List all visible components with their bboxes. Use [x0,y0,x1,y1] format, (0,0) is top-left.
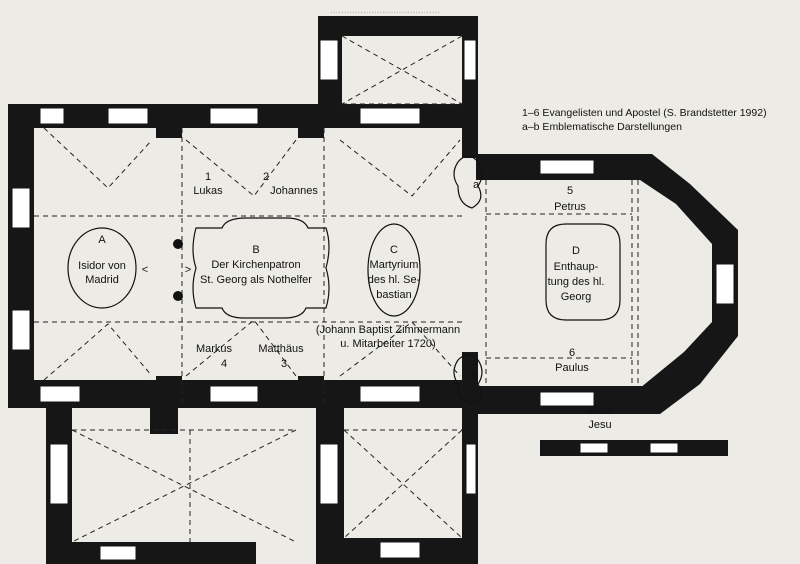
field-b-line2: St. Georg als Nothelfer [200,274,312,286]
figure-2-number: 2 [263,171,269,183]
figure-3-name: Matthäus [258,343,304,355]
markers [173,239,183,301]
field-c-line1: Martyrium [370,259,419,271]
arrow-left-symbol: < [142,264,148,276]
field-b-letter: B [252,244,259,256]
emblem-a-frame [453,155,483,209]
emblem-b-frame [453,354,483,405]
arrow-right-symbol: > [185,264,191,276]
field-d-line1: Enthaup- [554,261,599,273]
windows [11,39,735,561]
north-chapel-top-wall [318,16,478,36]
figure-5-name: Petrus [554,201,586,213]
artist-line2: u. Mitarbeiter 1720) [340,338,435,350]
field-a-line2: Madrid [85,274,119,286]
emblem-b-label: b [471,370,477,382]
field-a-line1: Isidor von [78,260,126,272]
west-wall [8,104,34,404]
legend: 1–6 Evangelisten und Apostel (S. Brandst… [522,106,767,134]
field-c-oval [367,223,421,317]
figure-1-name: Lukas [193,185,223,197]
field-d-letter: D [572,245,580,257]
herz-jesu-line2: Jesu [588,419,611,431]
figure-6-number: 6 [569,347,575,359]
ceiling-fields [67,155,621,405]
field-d-line2: tung des hl. [548,276,605,288]
south-chapel-left-bottom-wall [46,542,256,564]
figure-4-name: Markus [196,343,233,355]
field-c-letter: C [390,244,398,256]
field-c-line3: bastian [376,289,411,301]
field-a-oval [67,227,137,309]
legend-line-2: a–b Emblematische Darstellungen [522,121,682,133]
artist-line1: (Johann Baptist Zimmermann [316,324,460,336]
field-c-line2: des hl. Se- [368,274,421,286]
figure-6-name: Paulus [555,362,589,374]
figure-1-number: 1 [205,171,211,183]
field-d-line3: Georg [561,291,592,303]
detached-wall [540,440,728,456]
figure-4-number: 4 [221,358,227,370]
vault-lines [34,35,639,543]
figure-3-number: 3 [281,358,287,370]
field-a-letter: A [98,234,106,246]
figure-2-name: Johannes [270,185,318,197]
walls [8,16,738,564]
field-d-frame [545,223,621,321]
emblem-a-label: a [473,179,480,191]
field-b-frame [192,217,330,319]
apse-wall [640,154,738,414]
legend-line-1: 1–6 Evangelisten und Apostel (S. Brandst… [522,107,767,119]
figure-5-number: 5 [567,185,573,197]
field-b-line1: Der Kirchenpatron [211,259,300,271]
herz-jesu-line1: Herz [588,405,611,417]
